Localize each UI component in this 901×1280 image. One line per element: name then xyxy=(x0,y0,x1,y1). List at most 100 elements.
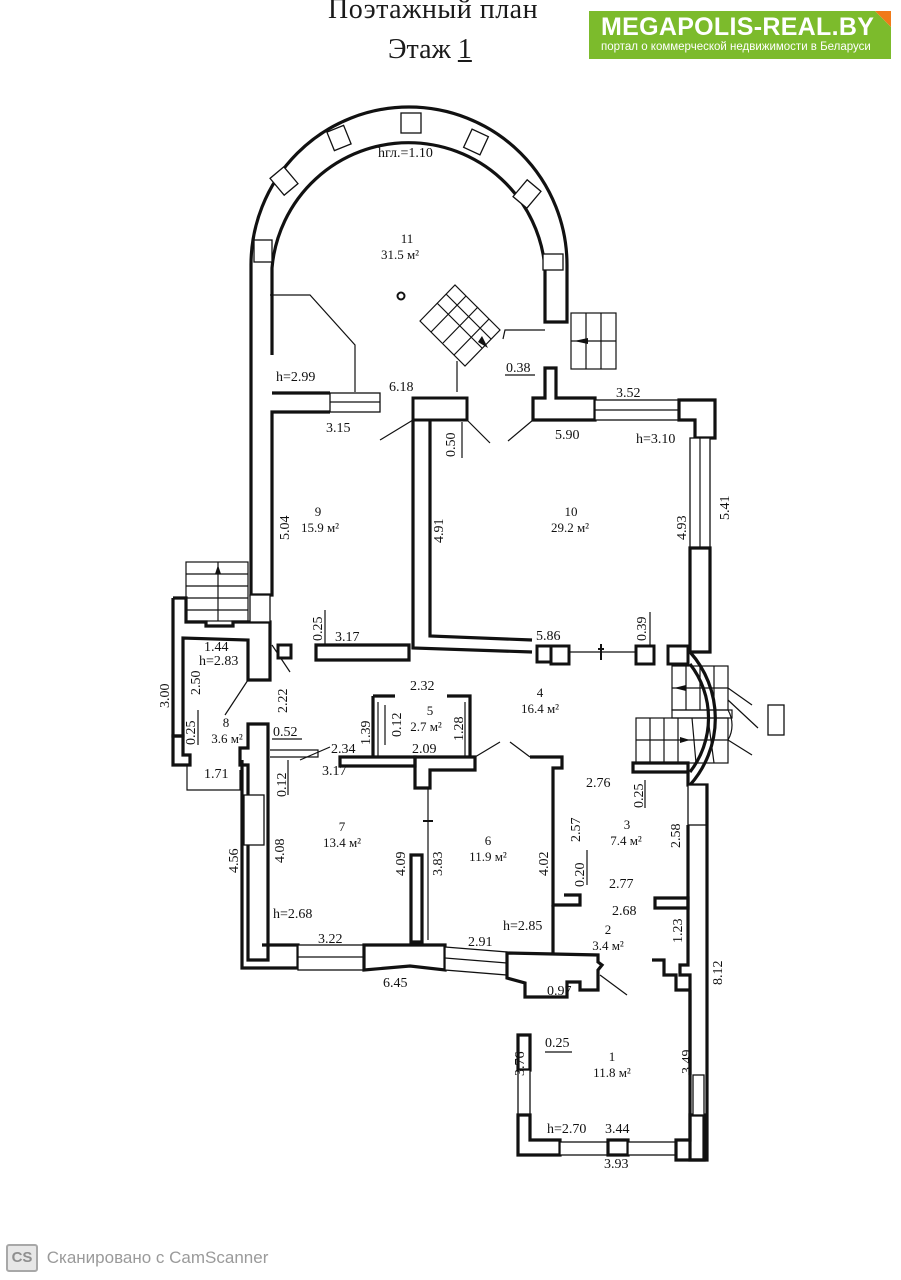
room-label-1: 1 11.8 м² xyxy=(593,1049,631,1080)
dimension: 3.52 xyxy=(616,386,641,401)
dimension: 3.83 xyxy=(431,852,446,877)
dimension: 4.91 xyxy=(432,519,447,544)
floor-number: 1 xyxy=(457,34,472,65)
room-label-11: 11 31.5 м² xyxy=(381,231,419,262)
room-label-9: 9 15.9 м² xyxy=(301,504,339,535)
height-label: h=2.99 xyxy=(276,370,315,385)
floor-label-prefix: Этаж xyxy=(388,34,458,65)
dimension: 2.68 xyxy=(612,904,637,919)
room-1-walls xyxy=(516,990,706,1162)
room-label-10: 10 29.2 м² xyxy=(551,504,589,535)
door-marker-icon xyxy=(598,644,604,660)
height-label: h=2.68 xyxy=(273,907,312,922)
room-8-walls xyxy=(171,561,319,962)
svg-text:6: 6 xyxy=(485,833,492,848)
dimension: 4.08 xyxy=(273,839,288,864)
dimension: 2.91 xyxy=(468,935,493,950)
svg-text:7.4 м²: 7.4 м² xyxy=(610,833,642,848)
room-labels: 11 31.5 м² 9 15.9 м² 10 29.2 м² 4 16.4 м… xyxy=(211,231,642,1080)
dimension: 3.17 xyxy=(322,764,347,779)
dimension: 0.52 xyxy=(273,725,298,740)
dimension: 5.86 xyxy=(536,629,561,644)
camscanner-text: Сканировано с CamScanner xyxy=(46,1248,269,1267)
dimension: 8.12 xyxy=(711,961,726,986)
diagonal-stair xyxy=(419,284,545,392)
logo-corner-accent-icon xyxy=(875,11,891,27)
stair-arrow-icon xyxy=(478,336,488,348)
window xyxy=(400,112,422,134)
room-label-4: 4 16.4 м² xyxy=(521,685,559,716)
svg-text:13.4 м²: 13.4 м² xyxy=(323,835,361,850)
height-label: hгл.=1.10 xyxy=(378,146,433,161)
main-walls xyxy=(249,355,717,761)
window xyxy=(512,178,542,210)
dimension: 1.28 xyxy=(452,717,467,742)
svg-text:8: 8 xyxy=(223,715,230,730)
svg-text:16.4 м²: 16.4 м² xyxy=(521,701,559,716)
stair-arrow-icon xyxy=(215,565,221,574)
svg-text:10: 10 xyxy=(565,504,578,519)
dimension-leaders xyxy=(197,374,651,1053)
dimension: 1.39 xyxy=(359,721,374,746)
window xyxy=(462,128,490,156)
dimension: 4.09 xyxy=(394,852,409,877)
logo-tagline: портал о коммерческой недвижимости в Бел… xyxy=(601,41,871,53)
svg-text:1: 1 xyxy=(609,1049,616,1064)
svg-text:9: 9 xyxy=(315,504,322,519)
svg-text:11.9 м²: 11.9 м² xyxy=(469,849,507,864)
dimension: 3.44 xyxy=(605,1122,630,1137)
svg-text:3.6 м²: 3.6 м² xyxy=(211,731,243,746)
rotunda-walls xyxy=(249,105,617,392)
dimension: 4.02 xyxy=(537,852,552,877)
svg-text:4: 4 xyxy=(537,685,544,700)
room-label-7: 7 13.4 м² xyxy=(323,819,361,850)
dimension: 2.50 xyxy=(189,671,204,696)
room-label-6: 6 11.9 м² xyxy=(469,833,507,864)
bottom-walls xyxy=(240,760,628,999)
dimension: 0.12 xyxy=(275,773,290,798)
dimension: 0.12 xyxy=(390,713,405,738)
dimension: 5.41 xyxy=(718,496,733,521)
dimension: 3.17 xyxy=(335,630,360,645)
room-label-5: 5 2.7 м² xyxy=(410,703,442,734)
dimension: 0.25 xyxy=(632,784,647,809)
dimension: 3.22 xyxy=(318,932,343,947)
window xyxy=(542,253,564,271)
dimension: 2.32 xyxy=(410,679,435,694)
svg-text:7: 7 xyxy=(339,819,346,834)
dimension: 0.50 xyxy=(444,433,459,458)
svg-text:11: 11 xyxy=(401,231,414,246)
svg-text:5: 5 xyxy=(427,703,434,718)
middle-walls xyxy=(338,694,582,944)
height-labels: hгл.=1.10 h=2.99 h=3.10 h=2.83 h=2.68 h=… xyxy=(199,146,675,1137)
room-label-2: 2 3.4 м² xyxy=(592,922,624,953)
svg-text:29.2 м²: 29.2 м² xyxy=(551,520,589,535)
dimension: 3.00 xyxy=(158,684,173,709)
room-label-8: 8 3.6 м² xyxy=(211,715,243,746)
dimension: 0.97 xyxy=(547,984,572,999)
height-label: h=2.85 xyxy=(503,919,542,934)
window xyxy=(253,239,273,263)
dimension: 2.09 xyxy=(412,742,437,757)
svg-text:2: 2 xyxy=(605,922,612,937)
svg-text:3: 3 xyxy=(624,817,631,832)
dimension: 6.18 xyxy=(389,380,414,395)
window xyxy=(326,124,352,152)
dimension: 2.22 xyxy=(276,689,291,714)
camscanner-logo-icon: CS xyxy=(6,1244,38,1272)
dimension: 2.58 xyxy=(669,824,684,849)
dimension: 1.23 xyxy=(671,919,686,944)
dimension: 6.45 xyxy=(383,976,408,991)
stair-arrow-icon xyxy=(574,338,588,344)
dimension: 0.38 xyxy=(506,361,531,376)
svg-text:2.7 м²: 2.7 м² xyxy=(410,719,442,734)
camscanner-watermark: CS Сканировано с CamScanner xyxy=(6,1244,268,1272)
spiral-stair xyxy=(631,650,785,787)
height-label: h=3.10 xyxy=(636,432,675,447)
megapolis-logo[interactable]: MEGAPOLIS-REAL.BY портал о коммерческой … xyxy=(589,11,891,59)
dimension: 3.49 xyxy=(680,1050,695,1075)
dimension: 0.25 xyxy=(311,617,326,642)
stair-arrow-icon xyxy=(680,737,690,743)
svg-text:11.8 м²: 11.8 м² xyxy=(593,1065,631,1080)
